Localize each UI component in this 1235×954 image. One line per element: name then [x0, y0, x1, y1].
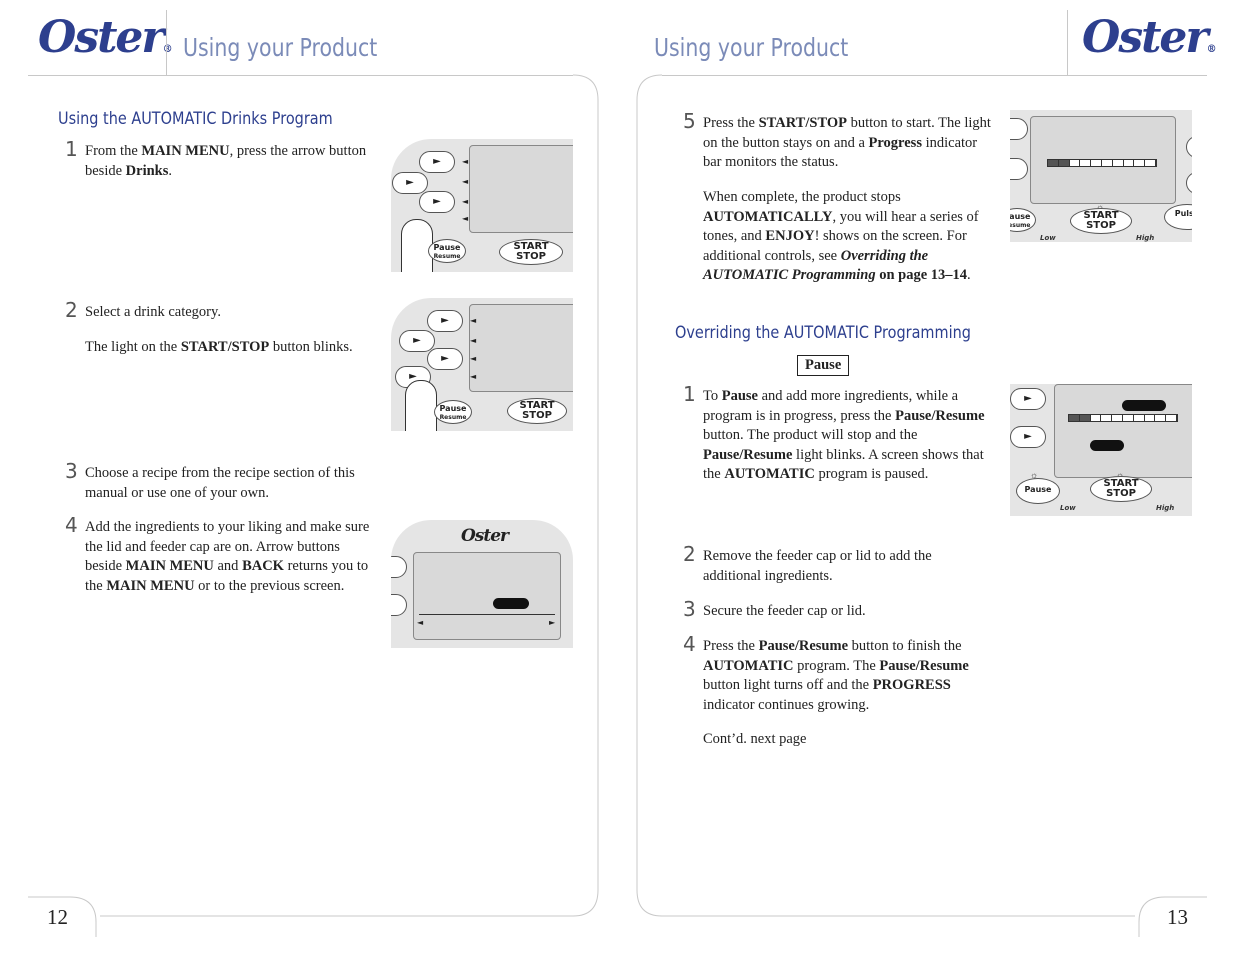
page-title-right: Using your Product [654, 33, 849, 62]
page-number-left: 12 [47, 905, 68, 929]
arrow-button: ► [419, 191, 455, 213]
side-button [391, 594, 407, 616]
low-label: Low [1040, 234, 1056, 242]
left-arrow-icon: ◄ [470, 372, 477, 381]
finger-icon [405, 380, 437, 431]
high-label: High [1136, 234, 1155, 242]
step-number: 3 [683, 597, 696, 621]
left-arrow-icon: ◄ [470, 336, 477, 345]
finger-icon [401, 219, 433, 272]
pulse-button: Pulse [1164, 204, 1192, 230]
right-arrow-icon: ► [549, 618, 556, 627]
progress-bar [1047, 159, 1157, 167]
arrow-button: ► [1010, 388, 1046, 410]
side-button [1010, 158, 1028, 180]
arrow-button: ► [427, 348, 463, 370]
left-arrow-icon: ◄ [470, 354, 477, 363]
override-step-4-text: Press the Pause/Resume button to finish … [703, 638, 969, 713]
step-number: 4 [65, 513, 78, 537]
arrow-button: ► [399, 330, 435, 352]
screen-highlight [1122, 400, 1166, 411]
step-2-text: Select a drink category. [85, 304, 221, 320]
step-number: 1 [683, 382, 696, 406]
step-number: 1 [65, 137, 78, 161]
step-1-text: From the MAIN MENU, press the arrow butt… [85, 143, 367, 179]
side-button [1186, 172, 1192, 194]
left-arrow-icon: ◄ [462, 214, 469, 223]
left-arrow-icon: ◄ [462, 197, 469, 206]
step-number: 2 [683, 542, 696, 566]
low-label: Low [1060, 504, 1076, 512]
high-label: High [1156, 504, 1175, 512]
step-number: 3 [65, 459, 78, 483]
start-light-icon: ☼ [1096, 202, 1105, 212]
page-number-right: 13 [1167, 905, 1188, 929]
pause-resume-button: Pause [1016, 478, 1060, 504]
step-number: 4 [683, 632, 696, 656]
pause-light-icon: ☼ [1030, 470, 1039, 480]
override-step-3-text: Secure the feeder cap or lid. [703, 603, 866, 619]
side-button [1010, 118, 1028, 140]
side-button [391, 556, 407, 578]
oster-logo-left: Oster® [38, 12, 173, 63]
display-screen [413, 552, 561, 640]
override-step-2-text: Remove the feeder cap or lid to add the … [703, 548, 932, 584]
left-arrow-icon: ◄ [470, 316, 477, 325]
step-4-text: Add the ingredients to your liking and m… [85, 519, 370, 594]
side-button [1186, 136, 1192, 158]
oster-logo-small: Oster [461, 526, 509, 546]
left-arrow-icon: ◄ [417, 618, 424, 627]
header-rule-right [662, 75, 1207, 76]
header-divider-left [166, 10, 167, 76]
arrow-button: ► [1010, 426, 1046, 448]
step-5-text: Press the START/STOP button to start. Th… [703, 115, 991, 170]
pause-label-box: Pause [797, 355, 850, 376]
step-3-text: Choose a recipe from the recipe section … [85, 465, 355, 501]
section-title-automatic-drinks: Using the AUTOMATIC Drinks Program [58, 109, 333, 129]
display-screen [469, 145, 573, 233]
arrow-button: ► [427, 310, 463, 332]
oster-logo-right: Oster® [1082, 12, 1217, 63]
header-divider-right [1067, 10, 1068, 76]
arrow-button: ► [419, 151, 455, 173]
header-rule-left [28, 75, 573, 76]
display-screen [469, 304, 573, 392]
override-step-1-text: To Pause and add more ingredients, while… [703, 388, 985, 482]
page-title-left: Using your Product [183, 33, 378, 62]
arrow-button: ► [392, 172, 428, 194]
display-screen [1054, 384, 1192, 478]
completion-text: When complete, the product stops AUTOMAT… [703, 189, 979, 283]
screen-rule [419, 614, 555, 615]
screen-highlight [1090, 440, 1124, 451]
section-title-overriding: Overriding the AUTOMATIC Programming [675, 323, 971, 343]
control-panel-illustration-3: Oster ◄ ► [391, 520, 573, 648]
left-arrow-icon: ◄ [462, 157, 469, 166]
step-number: 5 [683, 109, 696, 133]
start-light-icon: ☼ [1116, 470, 1125, 480]
left-arrow-icon: ◄ [462, 177, 469, 186]
step-number: 2 [65, 298, 78, 322]
screen-highlight [493, 598, 529, 609]
continued-note: Cont’d. next page [703, 731, 807, 747]
step-2-note: The light on the START/STOP button blink… [85, 339, 353, 355]
progress-bar [1068, 414, 1178, 422]
